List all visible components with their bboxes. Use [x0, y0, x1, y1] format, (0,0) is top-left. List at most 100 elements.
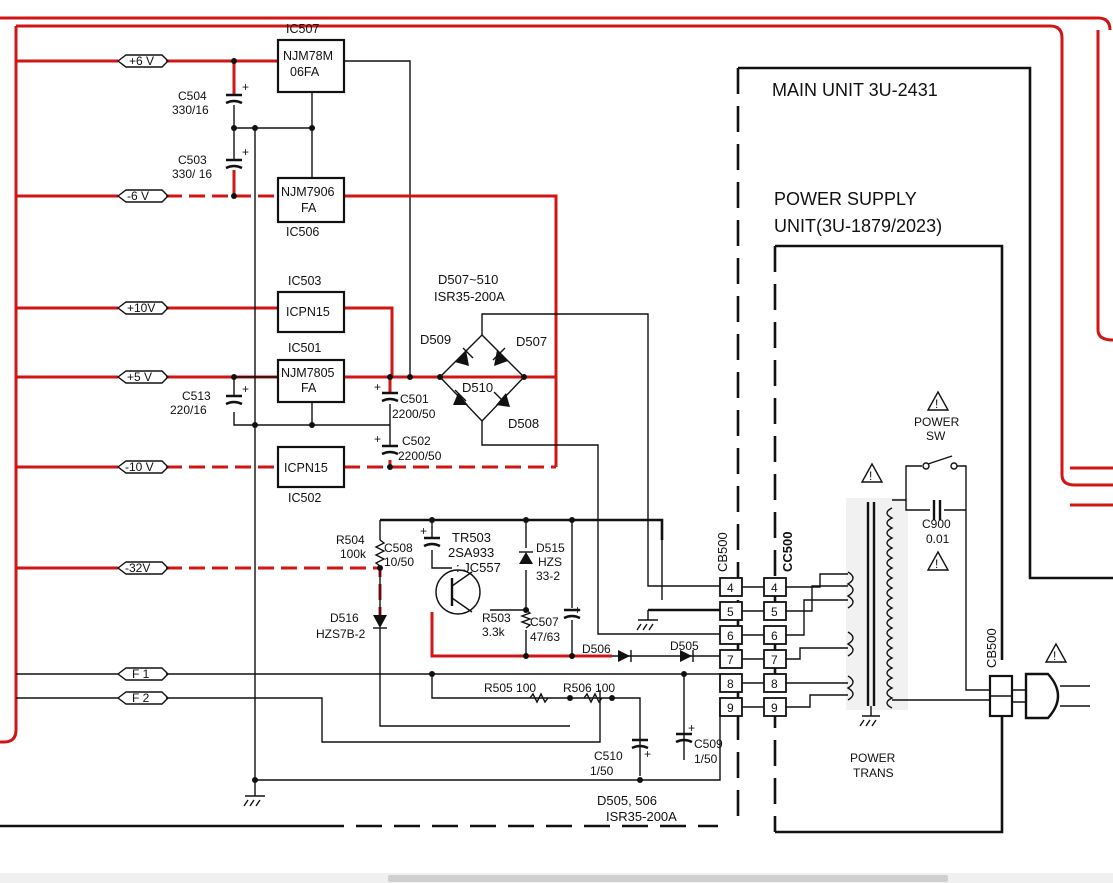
connector-links [742, 586, 764, 708]
regulator-wiring [232, 60, 558, 780]
r503-ref: R503 [482, 611, 511, 625]
rail-label-minus6: -6 V [127, 189, 149, 203]
capacitor-labels: C504 330/16 C503 330/ 16 C513 220/16 C50… [170, 89, 723, 778]
ic501-part-line1: NJM7805 [281, 366, 335, 380]
warning-icons: ! ! ! ! [860, 390, 1068, 663]
cc500-pin-7: 7 [771, 653, 778, 667]
c510-ref: C510 [594, 749, 623, 763]
capacitor-symbols [225, 93, 693, 750]
power-trans-line1: POWER [850, 751, 896, 765]
d516-ref: D516 [330, 611, 359, 625]
main-unit-title: MAIN UNIT 3U-2431 [772, 80, 938, 100]
d515-ref: D515 [536, 541, 565, 555]
c507-value: 47/63 [530, 630, 560, 644]
d515-part2: 33-2 [536, 569, 560, 583]
power-transformer: POWER TRANS [786, 498, 908, 780]
scrollbar-thumb[interactable] [388, 875, 948, 882]
bridge-rectifier: D507~510 ISR35-200A D509 D507 D510 D508 [420, 272, 720, 635]
cc500-pin-4: 4 [771, 581, 778, 595]
connector-cb500: 4 5 6 7 8 9 CB500 [715, 532, 743, 717]
r503-value: 3.3k [482, 625, 506, 639]
cc500-pin-9: 9 [771, 701, 778, 715]
tr503-ref: TR503 [452, 530, 491, 545]
connector-cc500: 4 5 6 7 8 9 CC500 [763, 532, 795, 717]
d509-label: D509 [420, 332, 451, 347]
c510-value: 1/50 [590, 764, 614, 778]
rail-label-f2: F 2 [132, 691, 150, 705]
ic502: ICPN15 IC502 [276, 445, 346, 505]
power-switch-and-c900: C900 0.01 POWER SW [892, 415, 990, 701]
cc500-pin-5: 5 [771, 605, 778, 619]
r504-ref: R504 [336, 533, 365, 547]
svg-text:!: ! [935, 397, 938, 411]
junction-dots [231, 58, 687, 783]
ic503: IC503 ICPN15 [276, 274, 346, 334]
rail-label-plus6: +6 V [129, 54, 154, 68]
c509-ref: C509 [694, 737, 723, 751]
c502-value: 2200/50 [398, 449, 442, 463]
svg-text:!: ! [869, 469, 872, 483]
c501-ref: C501 [400, 392, 429, 406]
ic502-part: ICPN15 [284, 461, 328, 475]
warning-icon: ! [926, 390, 950, 411]
cc500-pin-8: 8 [771, 677, 778, 691]
horizontal-scrollbar[interactable] [0, 873, 1113, 883]
d505-506-part: ISR35-200A [606, 809, 677, 824]
c507-ref: C507 [530, 615, 559, 629]
c502-ref: C502 [402, 434, 431, 448]
ic503-ref: IC503 [288, 274, 321, 288]
ic507-ref: IC507 [286, 22, 319, 36]
cb500-pin-9: 9 [727, 701, 734, 715]
bridge-title-line2: ISR35-200A [434, 289, 505, 304]
power-supply-title-line1: POWER SUPPLY [774, 189, 917, 209]
c503-ref: C503 [178, 153, 207, 167]
cb500-plug-label: CB500 [984, 628, 999, 668]
d510-label: D510 [462, 380, 493, 395]
svg-text:+: + [688, 721, 695, 735]
r504-value: 100k [340, 547, 367, 561]
bridge-title-line1: D507~510 [438, 272, 498, 287]
c900-ref: C900 [922, 517, 951, 531]
svg-text:+: + [242, 80, 249, 94]
d516-part: HZS7B-2 [316, 627, 366, 641]
power-supply-title-line2: UNIT(3U-1879/2023) [774, 216, 942, 236]
ic506-part-line2: FA [301, 201, 317, 215]
cb500-pin-5: 5 [727, 605, 734, 619]
warning-icon: ! [860, 462, 884, 483]
power-sw-line2: SW [926, 429, 946, 443]
svg-text:!: ! [1053, 649, 1056, 663]
negative-32v-regulator: TR503 2SA933 : JC557 D515 HZS 33-2 D516 … [243, 518, 721, 824]
cb500-label: CB500 [715, 532, 730, 572]
warning-icon: ! [1044, 642, 1068, 663]
warning-icon: ! [926, 550, 950, 571]
tr503-part1: 2SA933 [448, 545, 494, 560]
r506-label: R506 100 [563, 681, 615, 695]
rail-label-minus10: -10 V [125, 460, 154, 474]
d515-part1: HZS [538, 555, 562, 569]
d506-label: D506 [582, 642, 611, 656]
c504-value: 330/16 [172, 103, 209, 117]
c513-value: 220/16 [170, 403, 207, 417]
r505-label: R505 100 [484, 681, 536, 695]
ic507-part-line2: 06FA [290, 65, 320, 79]
cb500-pin-6: 6 [727, 629, 734, 643]
rail-label-plus5: +5 V [127, 370, 152, 384]
capacitor-plus-signs: + + + + + + + + + [242, 80, 695, 761]
svg-text:+: + [374, 380, 381, 394]
rail-wires [16, 59, 720, 743]
svg-text:+: + [644, 747, 651, 761]
power-sw-line1: POWER [914, 415, 960, 429]
rail-labels: +6 V -6 V +10V +5 V -10 V -32V F 1 F 2 [116, 54, 169, 705]
svg-text:+: + [420, 524, 427, 538]
d508-label: D508 [508, 416, 539, 431]
c501-value: 2200/50 [392, 407, 436, 421]
c900-value: 0.01 [926, 532, 950, 546]
c503-value: 330/ 16 [172, 167, 212, 181]
rail-label-plus10: +10V [127, 301, 155, 315]
svg-text:+: + [242, 382, 249, 396]
d505-506-ref: D505, 506 [597, 793, 657, 808]
cc500-pin-6: 6 [771, 629, 778, 643]
ic501-ref: IC501 [288, 341, 321, 355]
ic506-part-line1: NJM7906 [281, 185, 335, 199]
